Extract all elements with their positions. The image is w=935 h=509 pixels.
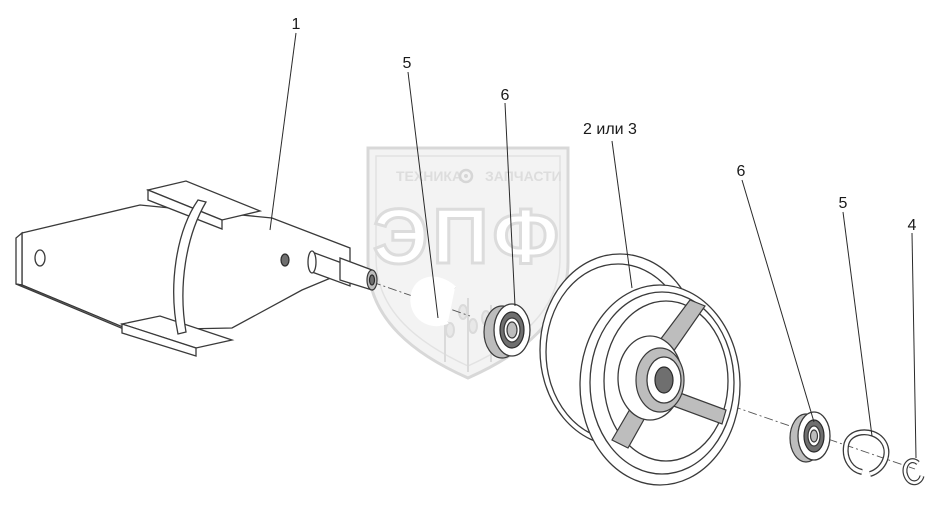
callout-bearing-right: 6 bbox=[737, 163, 746, 180]
callout-bearing-left: 6 bbox=[501, 87, 510, 104]
bearing-right-part bbox=[789, 411, 831, 463]
bearing-left-part bbox=[483, 303, 531, 359]
retaining-ring-left-part bbox=[410, 276, 457, 327]
pulley-part bbox=[539, 253, 741, 486]
callout-circlip: 4 bbox=[908, 217, 917, 234]
watermark: ТЕХНИКА ЗАПЧАСТИ ЭПФ bbox=[366, 146, 570, 380]
callout-pulley: 2 или 3 bbox=[583, 121, 637, 138]
bracket-part bbox=[15, 180, 378, 357]
watermark-top-left-text: ТЕХНИКА bbox=[396, 168, 462, 184]
leader-lines bbox=[269, 32, 917, 459]
callout-retaining-ring-left: 5 bbox=[403, 55, 412, 72]
watermark-top-right-text: ЗАПЧАСТИ bbox=[485, 168, 562, 184]
callout-labels: 1 2 или 3 5 6 6 5 4 bbox=[292, 16, 917, 234]
callout-retaining-ring-right: 5 bbox=[839, 195, 848, 212]
callout-bracket: 1 bbox=[292, 16, 301, 33]
retaining-ring-right-part bbox=[842, 429, 890, 477]
circlip-part bbox=[902, 458, 925, 486]
gear-icon bbox=[458, 168, 474, 184]
watermark-logo-text: ЭПФ bbox=[373, 192, 563, 280]
